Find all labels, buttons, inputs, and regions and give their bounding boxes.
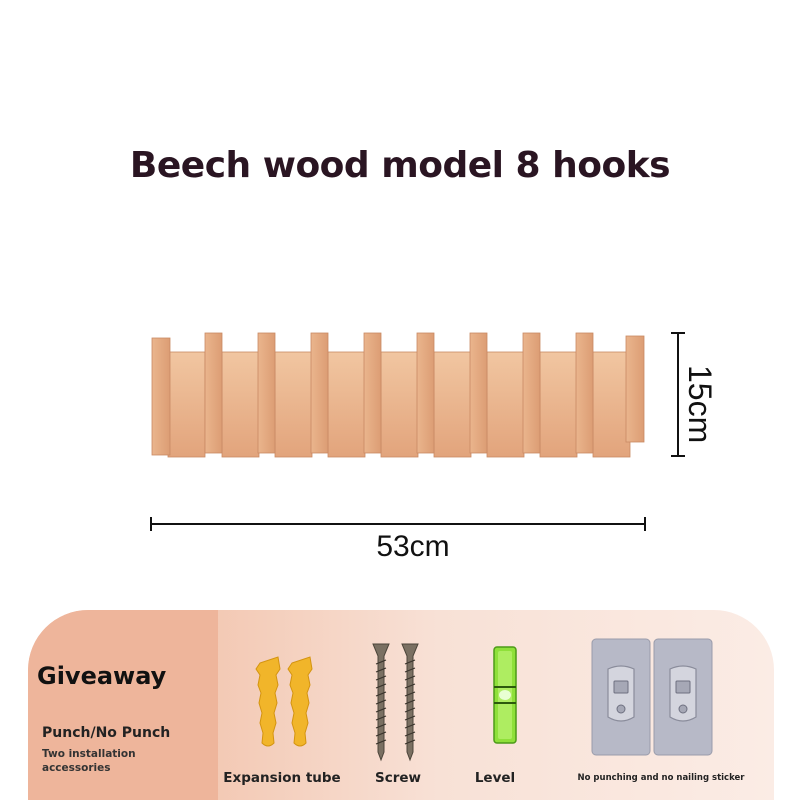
rack-hook-slat xyxy=(363,332,382,454)
screw-label: Screw xyxy=(374,770,421,786)
installation-note: Two installation accessories xyxy=(42,748,136,774)
giveaway-heading: Giveaway xyxy=(37,662,167,690)
rack-plank xyxy=(539,351,578,458)
screw-icon xyxy=(372,643,419,762)
rack-hook-slat xyxy=(575,332,594,454)
rack-hook-slat xyxy=(522,332,541,454)
rack-end-post xyxy=(151,337,171,456)
rack-plank xyxy=(221,351,260,458)
expansion-tube-icon xyxy=(255,656,313,747)
rack-hook-slat xyxy=(310,332,329,454)
height-dimension-line xyxy=(671,332,685,457)
rack-plank xyxy=(167,351,206,458)
rack-plank xyxy=(486,351,525,458)
rack-hook-slat xyxy=(204,332,223,454)
punch-subheading: Punch/No Punch xyxy=(42,725,171,741)
rack-plank xyxy=(380,351,419,458)
rack-hook-slat xyxy=(257,332,276,454)
level-label: Level xyxy=(474,770,516,786)
expansion-tube-label: Expansion tube xyxy=(223,770,341,786)
rack-end-post xyxy=(625,335,645,443)
rack-plank xyxy=(433,351,472,458)
width-label: 53cm xyxy=(376,530,450,563)
width-dimension-line xyxy=(150,517,646,531)
level-icon xyxy=(493,646,517,744)
sticker-label: No punching and no nailing sticker xyxy=(577,773,745,783)
rack-plank xyxy=(327,351,366,458)
sticker-icon xyxy=(591,638,713,756)
height-label: 15cm xyxy=(682,365,718,444)
product-title: Beech wood model 8 hooks xyxy=(129,145,671,186)
rack-hook-slat xyxy=(416,332,435,454)
coat-rack-image xyxy=(151,332,645,458)
rack-plank xyxy=(274,351,313,458)
rack-hook-slat xyxy=(469,332,488,454)
rack-plank xyxy=(592,351,631,458)
